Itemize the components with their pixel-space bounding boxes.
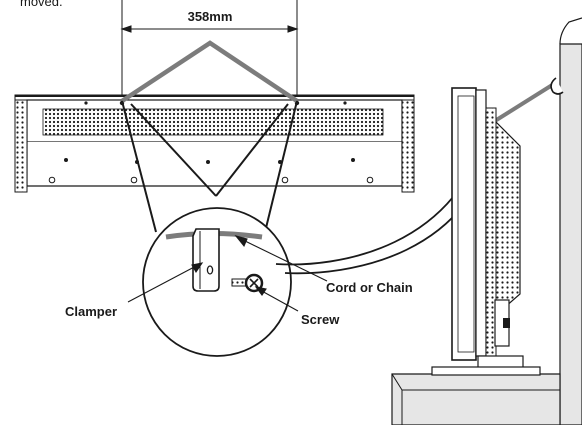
monitor-side-view — [431, 87, 541, 376]
dimension-label: 358mm — [188, 9, 233, 24]
monitor-rear-view — [14, 94, 415, 193]
zoom-lines — [121, 100, 298, 233]
dimension-marker — [120, 0, 299, 98]
cord-triangle — [120, 40, 299, 103]
clamper-hole — [206, 265, 214, 275]
clamper-bracket — [192, 228, 220, 292]
screw-label: Screw — [301, 312, 340, 327]
leader-arrows — [127, 235, 328, 312]
cord-label: Cord or Chain — [326, 280, 413, 295]
header-fragment: moved. — [20, 0, 63, 9]
wall-and-shelf — [391, 17, 582, 426]
wall-hook-icon — [488, 77, 564, 126]
clamper-label: Clamper — [65, 304, 117, 319]
